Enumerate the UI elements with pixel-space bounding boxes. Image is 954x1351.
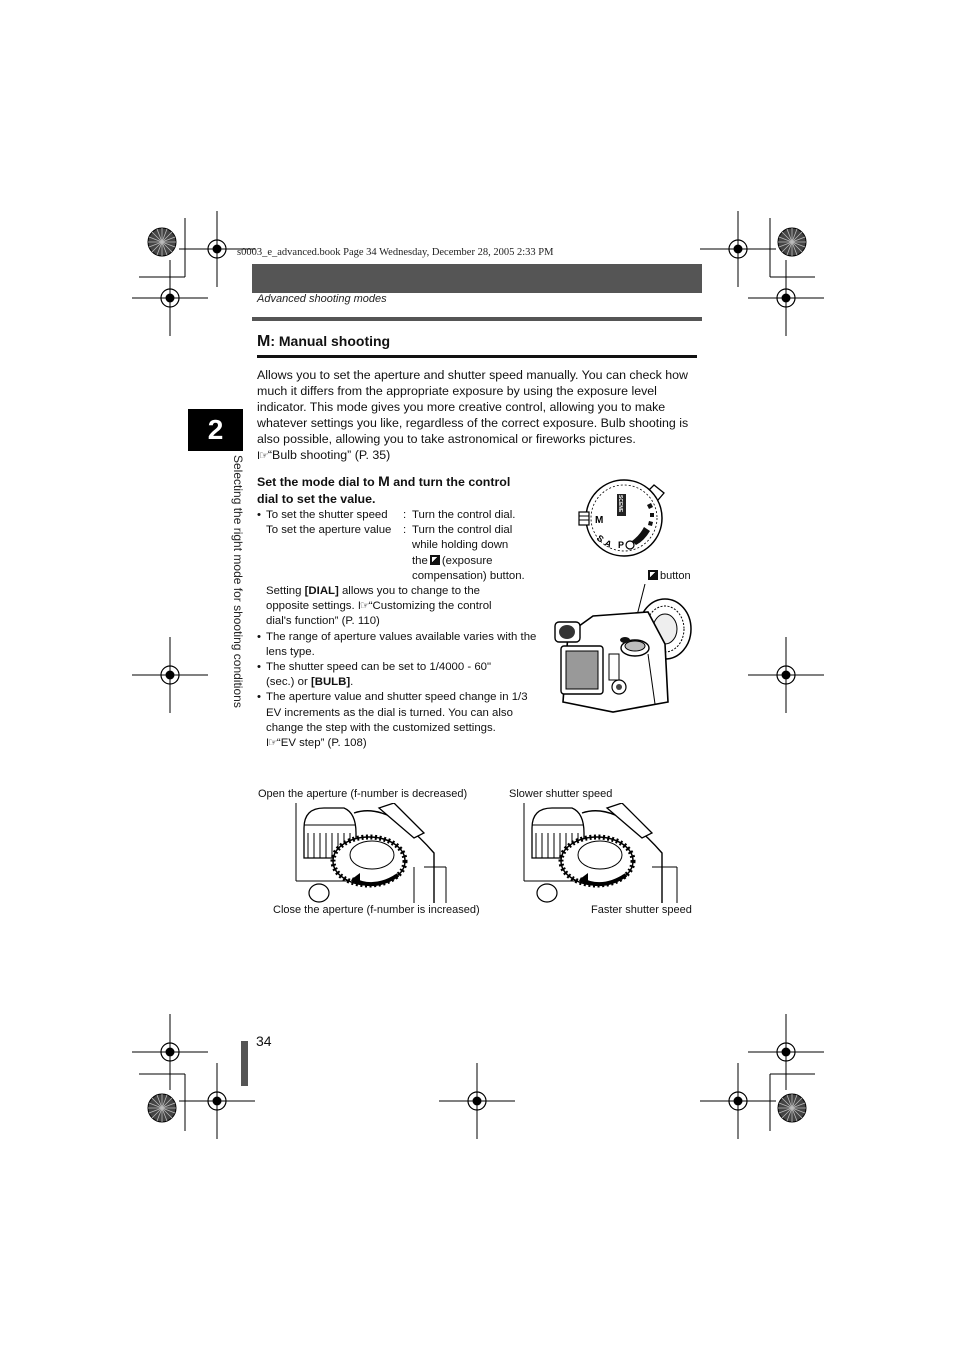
camera-illustration xyxy=(554,584,692,713)
reference-icon: I☞ xyxy=(257,450,269,462)
dial-label-scene: SCENE xyxy=(617,495,623,513)
intro-reference: “Bulb shooting” (P. 35) xyxy=(267,448,391,462)
exposure-compensation-icon xyxy=(648,570,658,580)
ev-step-text: The aperture value and shutter speed cha… xyxy=(266,691,528,734)
bulb-setting-name: [BULB] xyxy=(310,676,351,689)
aperture-value-line: compensation) button. xyxy=(412,569,525,582)
step-mode-glyph: M xyxy=(378,473,390,489)
auto-mode-marker xyxy=(632,527,650,545)
instructions-list: To set the shutter speed : Turn the cont… xyxy=(257,508,542,751)
print-info: s0003_e_advanced.book Page 34 Wednesday,… xyxy=(237,247,554,258)
ev-step-reference: “EV step” (P. 108) xyxy=(276,737,367,750)
header-rule xyxy=(252,317,702,321)
intro-text: Allows you to set the aperture and shutt… xyxy=(257,368,689,446)
note-text: opposite settings. xyxy=(266,600,355,613)
note-reference: “Customizing the control xyxy=(368,600,492,613)
page-title: M: Manual shooting xyxy=(257,333,390,351)
exposure-compensation-icon xyxy=(429,554,440,565)
mode-dial-illustration: M S A P SCENE xyxy=(578,479,665,557)
shutter-speed-value: Turn the control dial. xyxy=(412,509,516,521)
note-reference: dial's function” (P. 110) xyxy=(266,615,380,628)
button-label-text: button xyxy=(660,570,691,582)
dial-setting-name: [DIAL] xyxy=(304,585,339,598)
reference-icon: I☞ xyxy=(357,600,370,613)
list-item: The aperture value and shutter speed cha… xyxy=(257,690,542,751)
control-dial-shutter-illustration xyxy=(523,803,678,903)
separator-colon: : xyxy=(403,509,407,521)
dial-label-s: S xyxy=(595,533,606,545)
step-heading-after: and turn the control dial to set the val… xyxy=(257,475,511,506)
chapter-side-label-text: Selecting the right mode for shooting co… xyxy=(231,455,245,708)
note-text: Setting xyxy=(266,585,305,598)
intro-paragraph: Allows you to set the aperture and shutt… xyxy=(257,367,702,464)
caption-faster-shutter: Faster shutter speed xyxy=(591,904,692,916)
shutter-range-text: (sec.) or xyxy=(266,676,311,689)
dial-label-a: A xyxy=(603,538,614,550)
header-band xyxy=(252,264,702,293)
aperture-key: To set the aperture value xyxy=(266,524,392,537)
exposure-button-label: button xyxy=(646,570,691,582)
aperture-value-line: Turn the control dial xyxy=(412,524,513,537)
caption-close-aperture: Close the aperture (f-number is increase… xyxy=(273,904,480,916)
shutter-range-text: The shutter speed can be set to 1/4000 -… xyxy=(266,661,492,674)
page-number: 34 xyxy=(256,1033,272,1049)
control-dial-aperture-illustration xyxy=(295,803,447,903)
dial-setting-note: Setting [DIAL] allows you to change to t… xyxy=(266,584,542,630)
list-item: The shutter speed can be set to 1/4000 -… xyxy=(257,660,542,690)
aperture-value-line: while holding down xyxy=(412,539,509,552)
step-heading-before: Set the mode dial to xyxy=(257,475,379,489)
dial-label-p: P xyxy=(618,540,624,550)
page-number-bar xyxy=(241,1041,248,1086)
dial-label-m: M xyxy=(595,515,603,526)
aperture-value-line: (exposure xyxy=(441,554,493,567)
caption-open-aperture: Open the aperture (f-number is decreased… xyxy=(258,788,468,800)
chapter-side-label: Selecting the right mode for shooting co… xyxy=(223,455,253,735)
shutter-speed-key: To set the shutter speed xyxy=(266,509,388,521)
reference-icon: I☞ xyxy=(266,737,278,750)
list-item: To set the shutter speed : Turn the cont… xyxy=(257,508,542,630)
list-item: The range of aperture values available v… xyxy=(257,630,542,660)
shutter-range-text: . xyxy=(350,676,354,689)
title-rule xyxy=(257,355,697,358)
aperture-value: Turn the control dial while holding down… xyxy=(412,523,542,584)
chapter-tab: 2 xyxy=(188,409,243,451)
separator-colon: : xyxy=(403,524,407,537)
manual-mode-glyph: M xyxy=(257,333,271,350)
note-text: allows you to change to the xyxy=(338,585,481,598)
page-title-text: : Manual shooting xyxy=(270,333,391,349)
step-heading: Set the mode dial to M and turn the cont… xyxy=(257,473,532,508)
caption-slower-shutter: Slower shutter speed xyxy=(509,788,613,800)
aperture-value-line: the xyxy=(412,554,428,567)
section-header: Advanced shooting modes xyxy=(257,293,387,305)
